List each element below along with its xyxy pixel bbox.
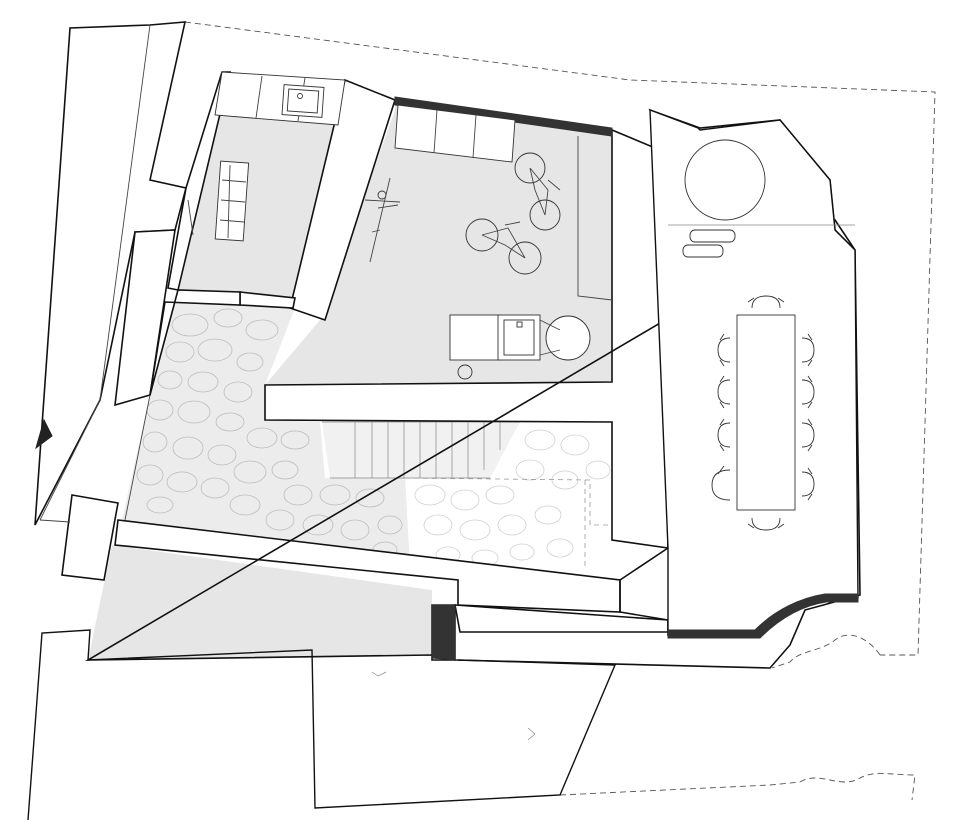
round-table <box>684 139 766 221</box>
site-boundary <box>184 21 936 801</box>
stone-courtyard <box>122 302 410 565</box>
chair-icon <box>711 295 815 531</box>
dining-table <box>736 314 796 511</box>
bicycle-icon <box>364 152 561 275</box>
storage-cabinets <box>394 104 516 163</box>
lower-storage-room <box>88 545 432 660</box>
kitchen-room <box>178 72 345 300</box>
triangle-arrow-icon <box>35 418 53 450</box>
sink-icon <box>281 84 325 118</box>
view-markers <box>371 671 536 741</box>
staircase <box>322 421 520 479</box>
utility-sink <box>449 314 591 380</box>
wall-shelf <box>577 136 613 301</box>
bench <box>682 229 736 258</box>
solid-walls <box>394 96 859 661</box>
dining-rack <box>214 160 250 242</box>
lower-courtyard <box>404 429 612 570</box>
kitchen-counter <box>214 71 346 126</box>
bike-storage-room <box>265 100 612 385</box>
